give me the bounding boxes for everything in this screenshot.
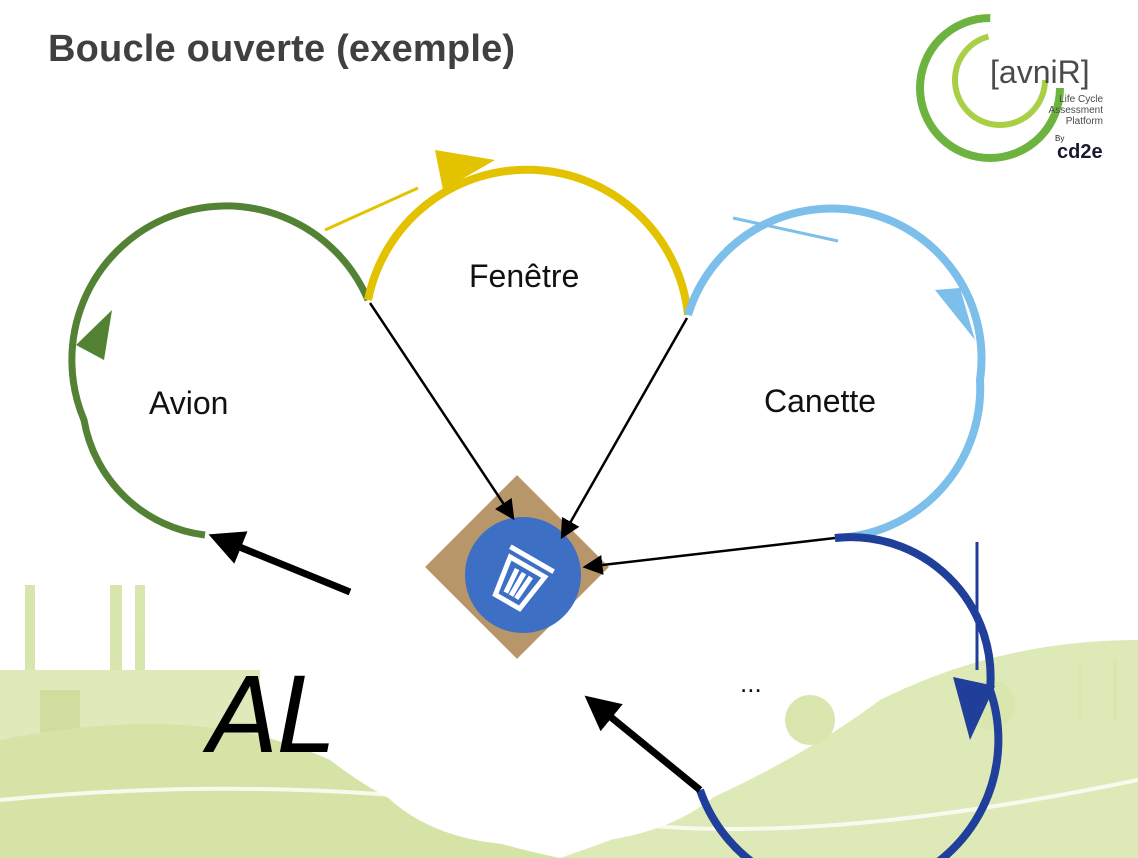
loop-fenetre-arrowhead: [435, 150, 495, 190]
loop-canette-arc: [684, 204, 986, 542]
logo-tagline-3: Platform: [1066, 116, 1103, 127]
flow-al-to-avion: [208, 531, 352, 596]
flow-fenetre-canette-to-waste: [560, 317, 689, 540]
logo-inner-swirl: [952, 32, 1048, 128]
loop-other-arrowhead: [953, 677, 995, 740]
white-blob: [300, 560, 776, 846]
loop-label-fenetre: Fenêtre: [469, 258, 580, 294]
loop-fenetre-input-arrow: [324, 186, 419, 232]
loop-label-canette: Canette: [764, 383, 877, 419]
loop-avion-arrowhead: [76, 310, 112, 360]
chimney: [135, 585, 145, 715]
loop-other-arc: [696, 533, 1003, 858]
loop-canette-arrowhead: [935, 288, 975, 340]
material-label: AL: [208, 655, 335, 777]
loop-label-other: ...: [740, 668, 762, 698]
loop-fenetre-arc: [364, 165, 692, 316]
logo-brand: [avniR]: [990, 54, 1090, 90]
loop-avion-arc: [68, 202, 372, 539]
loop-canette-input-arrow: [732, 216, 839, 243]
logo-by: By: [1055, 134, 1064, 143]
avnir-logo: [avniR] Life Cycle Assessment Platform B…: [916, 14, 1104, 163]
trash-icon: [492, 544, 555, 612]
chimney: [25, 585, 35, 705]
logo-company: cd2e: [1057, 141, 1103, 163]
flow-other-to-waste: [584, 695, 703, 793]
flow-fenetre-to-waste: [368, 302, 515, 521]
slide-title: Boucle ouverte (exemple): [48, 28, 516, 70]
logo-tagline-1: Life Cycle: [1059, 94, 1103, 105]
flow-canette-to-waste: [582, 536, 836, 575]
logo-tagline-2: Assessment: [1049, 105, 1104, 116]
loop-label-avion: Avion: [149, 385, 229, 421]
tree: [785, 695, 835, 745]
logo-outer-swirl: [916, 14, 1064, 162]
